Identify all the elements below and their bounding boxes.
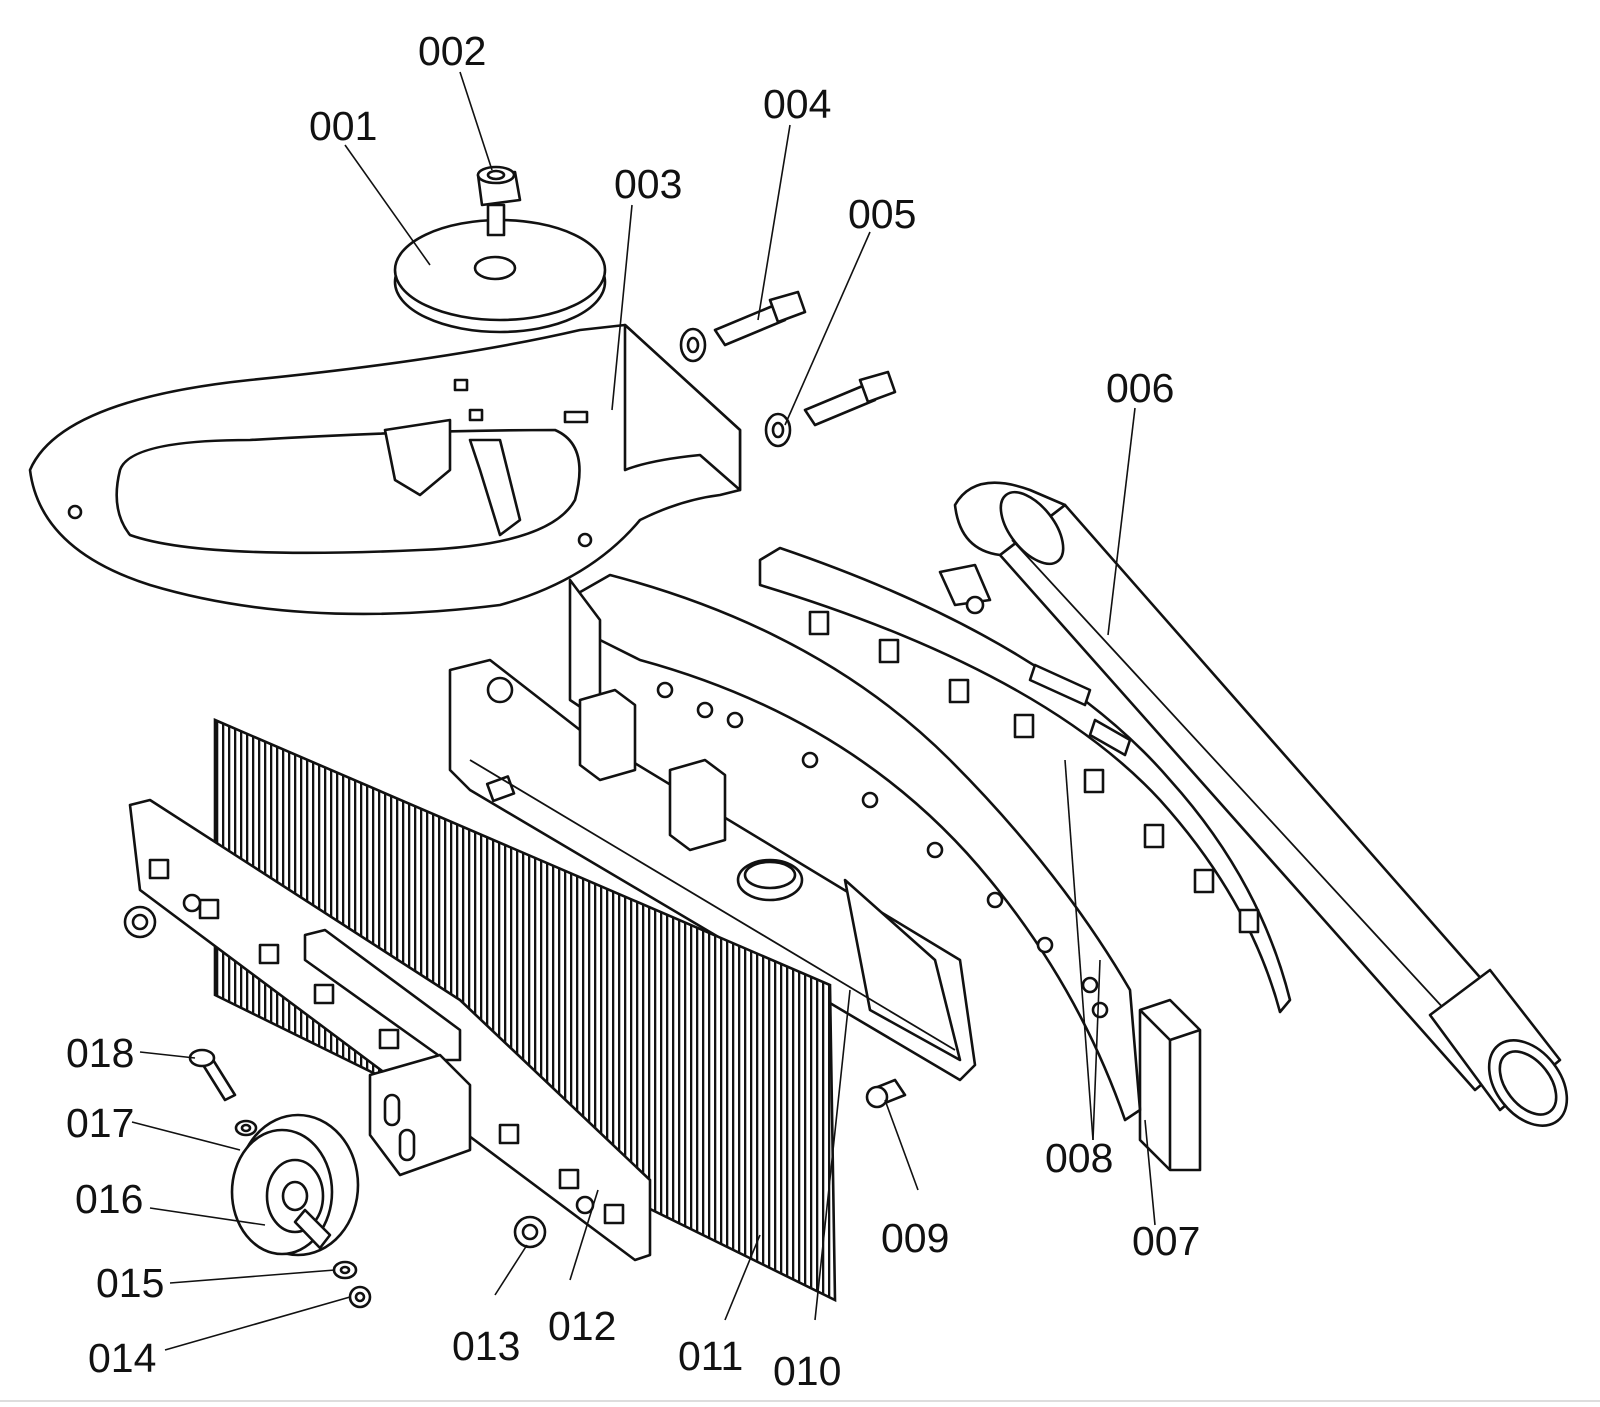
part-018-bolt xyxy=(188,1048,258,1137)
leader-010 xyxy=(814,989,851,1321)
label-005: 005 xyxy=(848,191,916,237)
leader-011 xyxy=(724,1234,761,1321)
leader-016 xyxy=(149,1207,266,1226)
label-018: 018 xyxy=(66,1030,134,1076)
part-labels: 001 002 003 004 005 006 007 008 009 010 … xyxy=(66,28,1200,1394)
part-017-wheel xyxy=(230,1113,360,1257)
label-008: 008 xyxy=(1045,1135,1113,1181)
part-005-bolt xyxy=(764,370,897,448)
label-006: 006 xyxy=(1106,365,1174,411)
label-012: 012 xyxy=(548,1303,616,1349)
label-013: 013 xyxy=(452,1323,520,1369)
leader-018 xyxy=(139,1051,196,1059)
part-006-hose xyxy=(938,481,1569,1127)
label-010: 010 xyxy=(773,1348,841,1394)
part-008-slotted-rail xyxy=(758,546,1292,1014)
label-009: 009 xyxy=(881,1215,949,1261)
leader-001 xyxy=(344,144,431,266)
leader-007 xyxy=(1144,1119,1156,1226)
part-007-bar xyxy=(1138,998,1202,1172)
label-014: 014 xyxy=(88,1335,156,1381)
part-004-bolt xyxy=(679,290,807,363)
label-007: 007 xyxy=(1132,1218,1200,1264)
part-001-disc xyxy=(393,218,607,334)
leader-009 xyxy=(884,1099,919,1191)
leader-004 xyxy=(757,124,791,321)
frame-curved-arm xyxy=(568,573,1142,1122)
leader-002 xyxy=(459,71,493,171)
part-016-axle xyxy=(293,1208,332,1250)
leader-017 xyxy=(131,1121,241,1151)
left-nut xyxy=(123,905,157,939)
label-004: 004 xyxy=(763,81,831,127)
leader-006 xyxy=(1107,407,1136,636)
leader-lines xyxy=(131,71,1156,1351)
leader-012 xyxy=(569,1189,599,1281)
part-003-top-plate xyxy=(28,323,742,616)
leader-013 xyxy=(494,1244,528,1296)
label-017: 017 xyxy=(66,1100,134,1146)
leader-005 xyxy=(784,231,871,426)
leader-014 xyxy=(164,1296,351,1351)
label-015: 015 xyxy=(96,1260,164,1306)
label-003: 003 xyxy=(614,161,682,207)
part-010-inner-bracket xyxy=(448,658,977,1082)
part-002-stud xyxy=(476,165,522,237)
bottom-rule xyxy=(0,1400,1600,1402)
part-015-washer xyxy=(332,1260,358,1280)
part-009-pin xyxy=(865,1078,907,1109)
part-014-nut xyxy=(348,1285,372,1309)
part-012-front-bracket xyxy=(128,798,652,1262)
label-002: 002 xyxy=(418,28,486,74)
label-016: 016 xyxy=(75,1176,143,1222)
label-011: 011 xyxy=(678,1333,743,1379)
leader-008a xyxy=(1064,759,1094,1141)
leader-003 xyxy=(611,204,633,411)
leader-015 xyxy=(169,1269,336,1284)
leader-008b xyxy=(1092,959,1101,1141)
label-001: 001 xyxy=(309,103,377,149)
part-013-nut xyxy=(513,1215,547,1249)
